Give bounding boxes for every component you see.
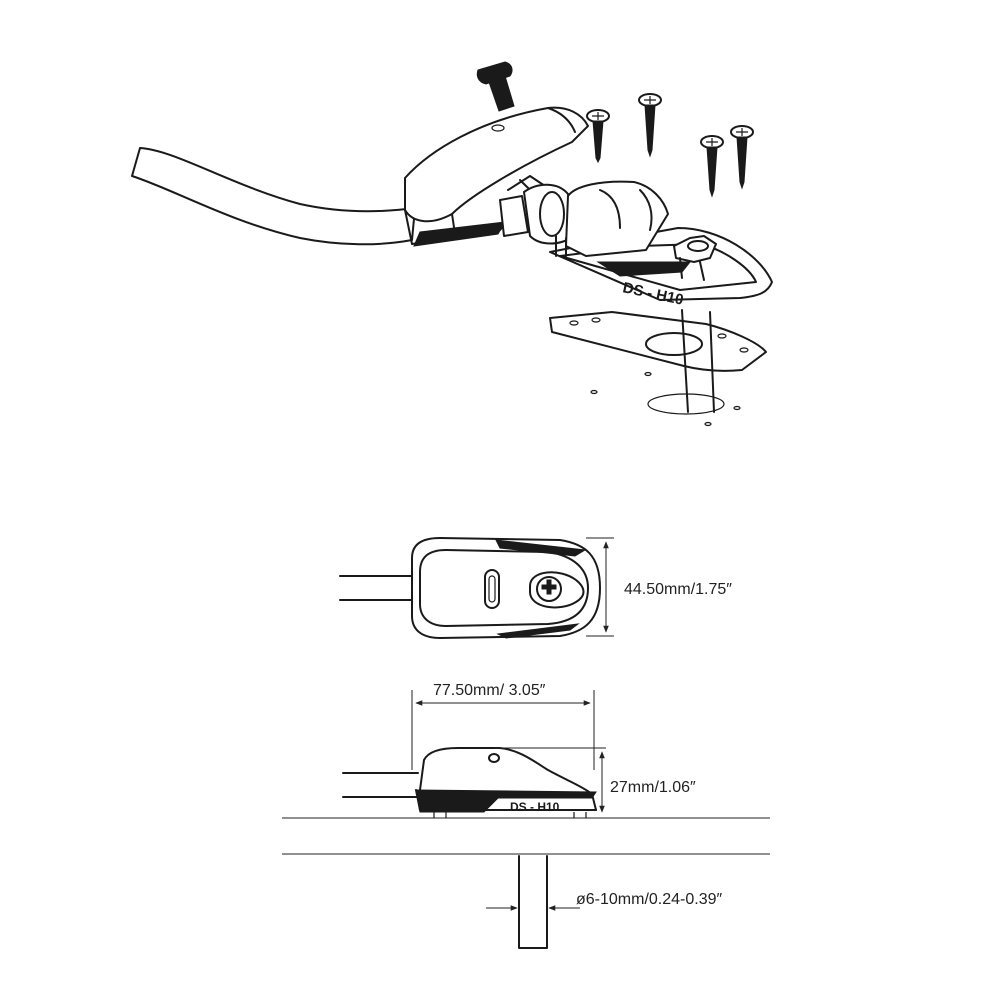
surface-hole (590, 371, 741, 427)
top-view-housing-outer (411, 537, 601, 639)
mounting-screw-1 (586, 109, 610, 164)
mounting-screw-3 (700, 135, 724, 198)
cable-diameter-label: ø6-10mm/0.24-0.39″ (576, 891, 723, 908)
mounting-screw-2 (638, 93, 662, 158)
base-housing: DS - H10 (549, 180, 773, 309)
top-view: 44.50mm/1.75″ (339, 537, 732, 639)
through-cable (518, 855, 548, 949)
mounting-screw-4 (730, 125, 754, 190)
side-model-marking: DS - H10 (510, 800, 560, 814)
mounting-plate (549, 311, 767, 372)
side-view-cable (342, 772, 419, 798)
cable-grommet (499, 183, 575, 245)
top-view-cable (339, 575, 421, 601)
side-view: DS - H10 77.50mm/ 3.05″ 27mm/1.06″ ø6-10… (282, 682, 770, 949)
height-dimension-label: 27mm/1.06″ (610, 779, 696, 796)
mounting-screws (586, 93, 754, 198)
top-view-housing-inner (419, 549, 589, 627)
cable (131, 147, 416, 246)
cover-screw (476, 61, 515, 112)
cable-tube (681, 309, 715, 413)
width-dimension-label: 44.50mm/1.75″ (624, 581, 732, 598)
length-dimension-label: 77.50mm/ 3.05″ (433, 682, 546, 699)
exploded-view: DS - H10 (131, 61, 773, 427)
